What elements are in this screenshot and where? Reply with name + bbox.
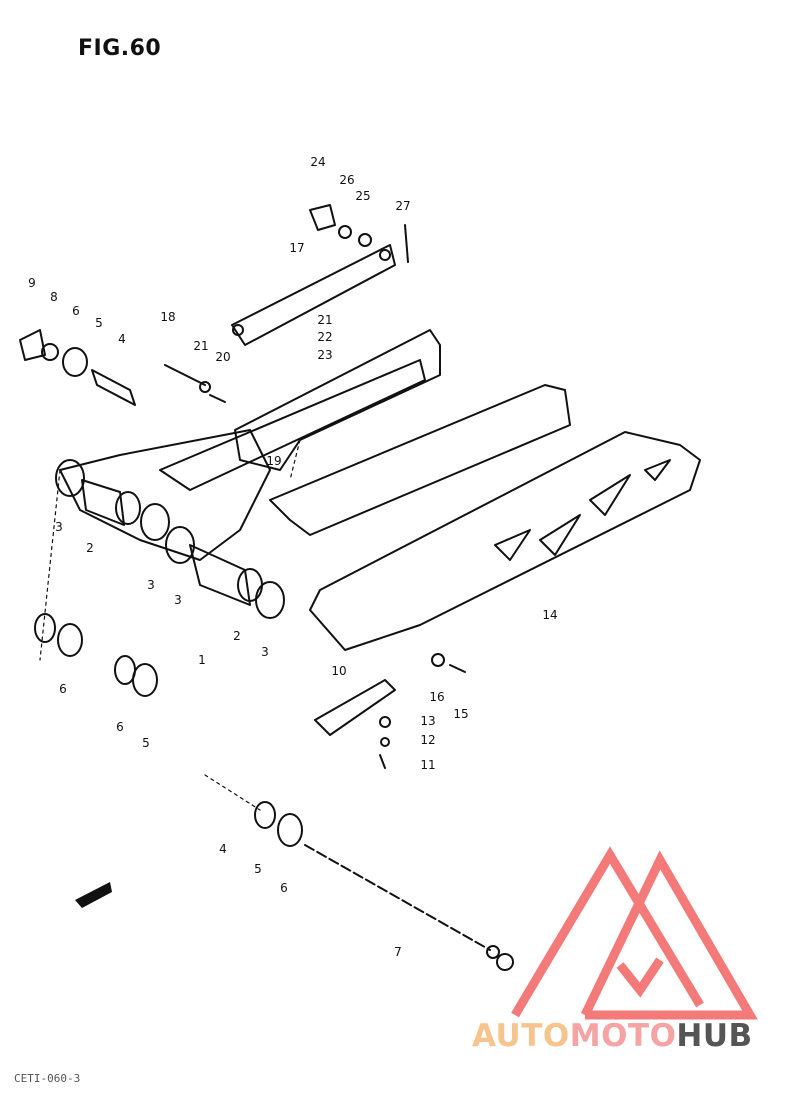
callout-4a: 4 bbox=[219, 842, 227, 856]
brand-wordmark: AUTOMOTOHUB bbox=[472, 1018, 753, 1054]
figure-code: CETI-060-3 bbox=[14, 1072, 81, 1085]
callout-5a: 5 bbox=[142, 736, 150, 750]
torque-link bbox=[231, 244, 396, 346]
callout-6a: 6 bbox=[59, 682, 67, 696]
bracket bbox=[314, 679, 396, 736]
callout-6: 6 bbox=[72, 304, 80, 318]
callout-24: 24 bbox=[310, 155, 326, 169]
callout-15: 15 bbox=[453, 707, 469, 721]
callout-13: 13 bbox=[420, 714, 436, 728]
callout-3b: 3 bbox=[147, 578, 155, 592]
swingarm-upper-arm bbox=[234, 329, 441, 471]
callout-21b: 21 bbox=[317, 313, 333, 327]
callout-7: 7 bbox=[394, 945, 402, 959]
callout-25: 25 bbox=[355, 189, 371, 203]
brand-part-moto: MOTO bbox=[569, 1018, 677, 1054]
swingarm-right-arm bbox=[269, 384, 571, 536]
callout-3d: 3 bbox=[261, 645, 269, 659]
callout-12: 12 bbox=[420, 733, 436, 747]
callout-19: 19 bbox=[266, 454, 282, 468]
callout-10: 10 bbox=[331, 664, 347, 678]
brand-logo bbox=[511, 846, 758, 1020]
callout-23: 23 bbox=[317, 348, 333, 362]
callout-9: 9 bbox=[28, 276, 36, 290]
callout-16: 16 bbox=[429, 690, 445, 704]
callout-22: 22 bbox=[317, 330, 333, 344]
callout-21a: 21 bbox=[193, 339, 209, 353]
figure-title: FIG.60 bbox=[78, 36, 162, 61]
brand-part-hub: HUB bbox=[676, 1018, 753, 1054]
callout-20: 20 bbox=[215, 350, 231, 364]
callout-14: 14 bbox=[542, 608, 558, 622]
callout-2a: 2 bbox=[86, 541, 94, 555]
callout-5: 5 bbox=[95, 316, 103, 330]
callout-4: 4 bbox=[118, 332, 126, 346]
callout-27: 27 bbox=[395, 199, 411, 213]
pivot-collar-left bbox=[55, 459, 85, 497]
callout-2b: 2 bbox=[233, 629, 241, 643]
callout-26: 26 bbox=[339, 173, 355, 187]
callout-6c: 6 bbox=[280, 881, 288, 895]
fwd-arrow bbox=[75, 882, 112, 908]
brand-part-auto: AUTO bbox=[472, 1018, 570, 1054]
chain-case bbox=[309, 431, 701, 651]
callout-11: 11 bbox=[420, 758, 436, 772]
callout-1: 1 bbox=[198, 653, 206, 667]
callout-3c: 3 bbox=[174, 593, 182, 607]
pivot-shaft bbox=[304, 844, 491, 951]
callout-18: 18 bbox=[160, 310, 176, 324]
swingarm-inner-arm bbox=[159, 359, 426, 491]
callout-17: 17 bbox=[289, 241, 305, 255]
callout-6b: 6 bbox=[116, 720, 124, 734]
callout-5b: 5 bbox=[254, 862, 262, 876]
callout-8: 8 bbox=[50, 290, 58, 304]
callout-3a: 3 bbox=[55, 520, 63, 534]
pivot-bushing-left bbox=[81, 479, 125, 526]
swingarm-left-pivot-body bbox=[59, 429, 271, 561]
pivot-tube-right bbox=[189, 544, 251, 606]
